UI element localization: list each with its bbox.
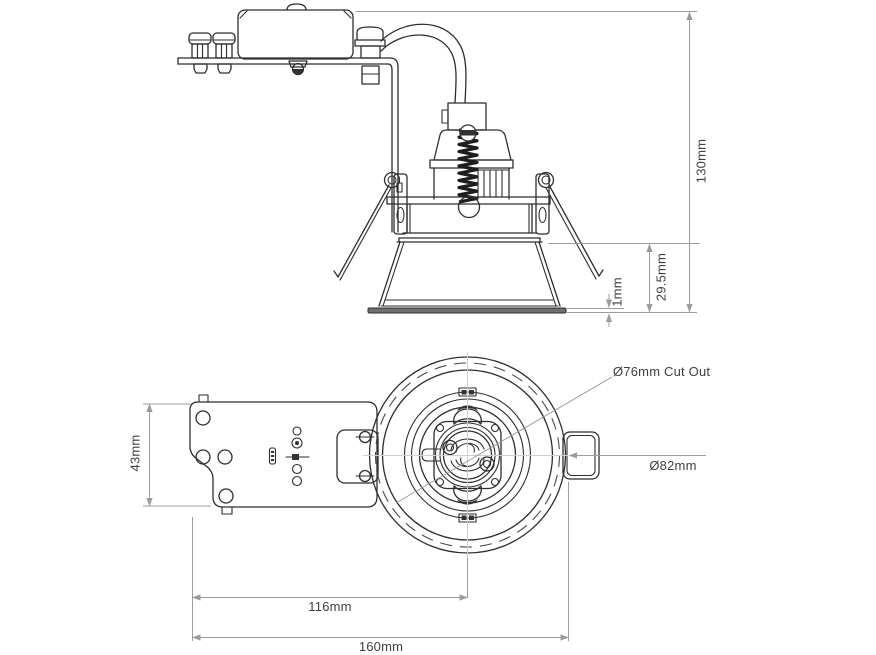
mounting-bracket — [177, 57, 399, 233]
dim-trim-diameter-label: Ø82mm — [649, 458, 696, 473]
side-elevation-view: 130mm 29.5mm 1mm — [177, 3, 708, 327]
can-top-plate — [386, 195, 551, 219]
cable-gland — [354, 26, 386, 85]
dim-overall-length-label: 160mm — [359, 639, 403, 654]
plan-mounting-plate — [189, 394, 379, 515]
dim-overall-height-label: 130mm — [693, 139, 708, 183]
plan-centerlines — [363, 352, 613, 558]
spring-clip-left — [333, 171, 408, 281]
dim-recess-depth-label: 29.5mm — [653, 253, 668, 301]
plan-view: 43mm 116mm 160mm Ø82mm Ø76mm Cut Out — [127, 352, 710, 654]
dim-plate-width-label: 43mm — [127, 435, 142, 472]
spring-coil — [457, 124, 479, 204]
plan-view-dimensions: 43mm 116mm 160mm Ø82mm Ø76mm Cut Out — [127, 364, 710, 654]
can-body — [367, 203, 567, 314]
dim-bezel-lip-label: 1mm — [609, 277, 624, 307]
flex-cable — [380, 23, 467, 104]
cable-clamp-screws — [188, 32, 236, 74]
trim-flange — [367, 307, 567, 314]
fixing-screw — [288, 60, 308, 76]
junction-box — [237, 3, 354, 60]
cutout-leader-line — [395, 376, 613, 504]
side-view-dimensions: 130mm 29.5mm 1mm — [356, 11, 708, 327]
dim-cutout-label: Ø76mm Cut Out — [613, 364, 710, 379]
spring-clip-right — [535, 171, 604, 280]
dim-plate-to-center-label: 116mm — [308, 599, 351, 614]
